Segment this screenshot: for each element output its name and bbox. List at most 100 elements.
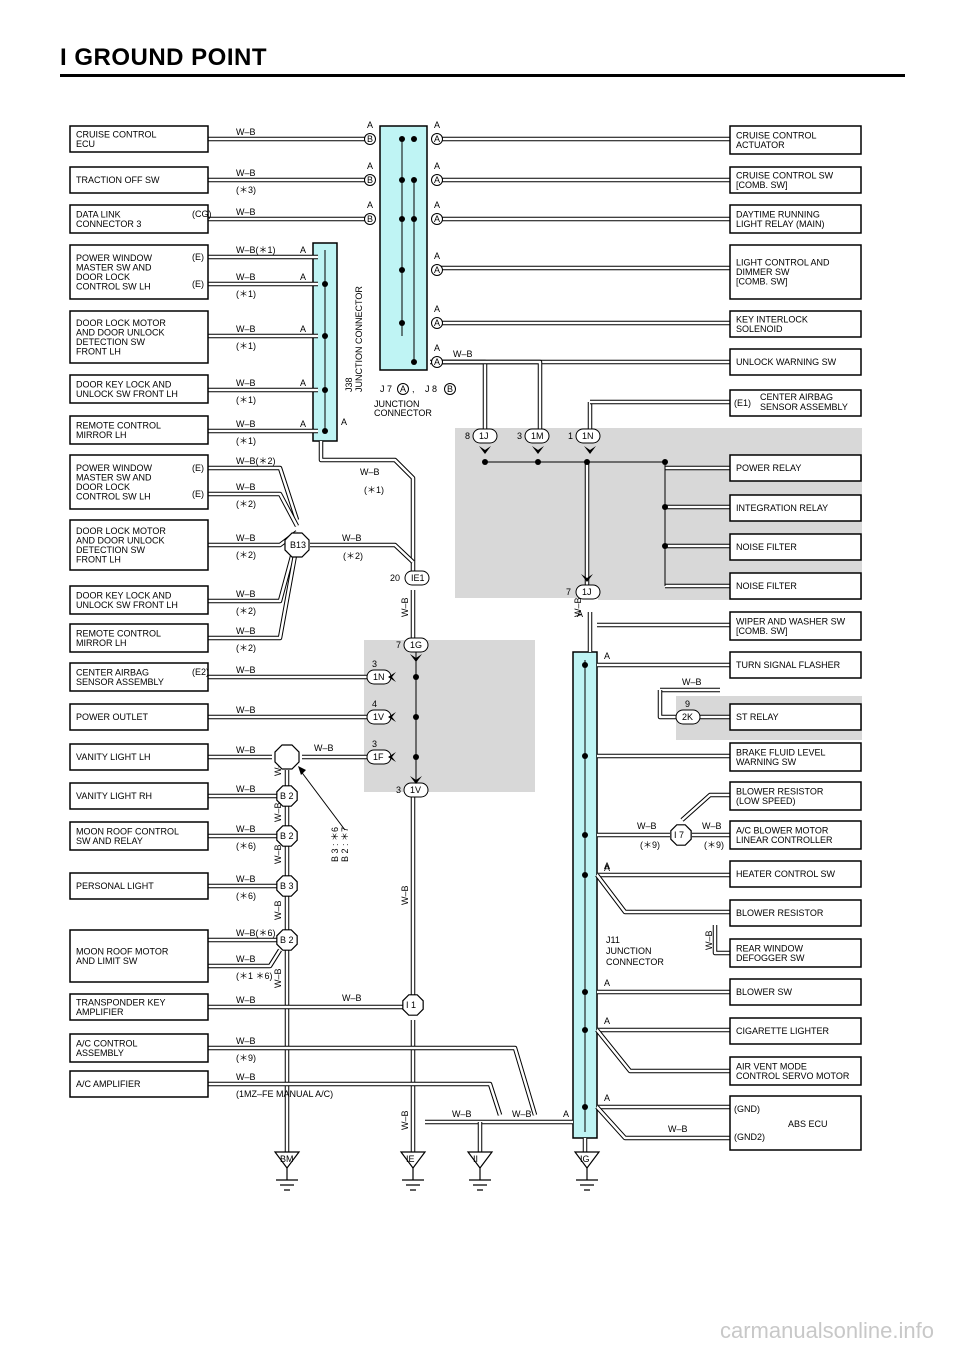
j38-pin-letter: A bbox=[300, 272, 306, 282]
pin-letter: A bbox=[434, 120, 440, 130]
ground-ie bbox=[399, 1151, 427, 1169]
wire-note-label: (＊9) bbox=[236, 1053, 256, 1063]
pin-letter: A bbox=[434, 161, 440, 171]
right-component-r15-label: BRAKE FLUID LEVEL bbox=[736, 747, 826, 757]
pin-letter: A bbox=[434, 343, 440, 353]
splice-dot bbox=[322, 333, 328, 339]
left-component-l15-label: VANITY LIGHT RH bbox=[76, 791, 152, 801]
j11-pin-letter: A bbox=[604, 1016, 610, 1026]
left-component-l18-label: MOON ROOF MOTOR bbox=[76, 946, 169, 956]
wire-label: (＊9) bbox=[704, 840, 724, 850]
wire-label: W–B bbox=[400, 885, 410, 905]
ground-bm-label: BM bbox=[280, 1154, 294, 1164]
arrow-1m bbox=[532, 446, 544, 454]
arrow-1g bbox=[410, 654, 422, 662]
right-component-r4-label: LIGHT CONTROL AND bbox=[736, 258, 830, 268]
right-component-r23 bbox=[729, 1056, 862, 1086]
right-component-r2 bbox=[729, 166, 862, 194]
right-component-r23-label: CONTROL SERVO MOTOR bbox=[736, 1071, 850, 1081]
right-component-r19-label: BLOWER RESISTOR bbox=[736, 908, 824, 918]
wire-st-2 bbox=[657, 690, 676, 720]
wire-note-label: (＊6) bbox=[236, 891, 256, 901]
right-component-r12 bbox=[729, 611, 862, 641]
arrow-1j-mid bbox=[581, 574, 593, 582]
right-component-r3-label: DAYTIME RUNNING bbox=[736, 209, 820, 219]
wire-color-label: W–B bbox=[236, 665, 256, 675]
j7-pin-a bbox=[431, 317, 443, 329]
left-component-l17 bbox=[69, 872, 209, 900]
left-component-l4-label: CONTROL SW LH bbox=[76, 281, 151, 291]
wire-color-label: W–B(＊6) bbox=[236, 928, 276, 938]
wire-color-label: W–B bbox=[236, 419, 256, 429]
splice-dot bbox=[411, 359, 417, 365]
wire-left-b13-3-core bbox=[208, 537, 299, 603]
left-component-l14-label: VANITY LIGHT LH bbox=[76, 752, 151, 762]
right-component-r21-label: BLOWER SW bbox=[736, 987, 793, 997]
connector-c_B13-label: B13 bbox=[290, 540, 306, 550]
wire-color-label: W–B(＊1) bbox=[236, 245, 276, 255]
splice-dot bbox=[411, 136, 417, 142]
pin-label: (E) bbox=[192, 279, 204, 289]
j38-pin-letter: A bbox=[300, 378, 306, 388]
connector-c_1J_mid bbox=[575, 584, 601, 600]
right-component-r22 bbox=[729, 1017, 862, 1045]
connector-c_B2c-label: B 2 bbox=[280, 935, 294, 945]
connector-c_I7-label: I 7 bbox=[674, 830, 684, 840]
junction-connector-label: JUNCTION bbox=[374, 399, 420, 409]
wire-j38-ie1-core bbox=[319, 441, 415, 573]
pin-letter: A bbox=[434, 200, 440, 210]
left-component-l4-label: POWER WINDOW bbox=[76, 253, 152, 263]
right-component-r22-label: CIGARETTE LIGHTER bbox=[736, 1026, 830, 1036]
right-component-r3-label: LIGHT RELAY (MAIN) bbox=[736, 219, 825, 229]
wire-blower-resistor-core bbox=[596, 874, 730, 914]
wire-label: W–B bbox=[342, 533, 362, 543]
wire-label: W–B bbox=[682, 677, 702, 687]
right-component-r14 bbox=[729, 703, 862, 731]
right-component-r24 bbox=[729, 1095, 862, 1151]
connector-c_B2b-label: B 2 bbox=[280, 831, 294, 841]
left-component-l20-label: ASSEMBLY bbox=[76, 1048, 124, 1058]
wire-color-label: W–B bbox=[236, 995, 256, 1005]
j8-pin-b-letter: B bbox=[367, 214, 373, 224]
connector-pin-number: 20 bbox=[390, 573, 400, 583]
splice-dot bbox=[482, 459, 488, 465]
connector-pin-number: 3 bbox=[396, 785, 401, 795]
wire-label: W–B bbox=[273, 968, 283, 988]
wire-color-label: W–B bbox=[236, 626, 256, 636]
left-component-l3 bbox=[69, 204, 209, 234]
left-component-l9-label: AND DOOR UNLOCK bbox=[76, 535, 165, 545]
right-component-r8-label: POWER RELAY bbox=[736, 463, 801, 473]
connector-c_I1-label: I 1 bbox=[406, 1000, 416, 1010]
j7-pin-a bbox=[431, 264, 443, 276]
left-component-l16-label: SW AND RELAY bbox=[76, 836, 143, 846]
watermark: carmanualsonline.info bbox=[719, 1318, 934, 1343]
left-component-l11-label: MIRROR LH bbox=[76, 638, 127, 648]
pin-label: (CG) bbox=[192, 209, 212, 219]
j11-label: CONNECTOR bbox=[606, 957, 664, 967]
right-component-r13-label: TURN SIGNAL FLASHER bbox=[736, 660, 841, 670]
left-component-l8-label: POWER WINDOW bbox=[76, 463, 152, 473]
j7-pin-a-letter: A bbox=[434, 214, 440, 224]
left-component-l14 bbox=[69, 743, 209, 771]
wire-note-label: (＊1) bbox=[236, 436, 256, 446]
wire-label: (＊2) bbox=[343, 551, 363, 561]
right-component-r20-label: DEFOGGER SW bbox=[736, 953, 805, 963]
wire-b13-ie1-core bbox=[310, 543, 414, 563]
splice-dot bbox=[582, 662, 588, 668]
wire-label: W–B bbox=[273, 844, 283, 864]
ground-ii bbox=[466, 1151, 494, 1169]
wire-color-label: W–B bbox=[236, 324, 256, 334]
wire-label: W–B bbox=[273, 900, 283, 920]
j38-name: J38 bbox=[344, 377, 354, 392]
j7-pin-a bbox=[431, 213, 443, 225]
right-component-r23-label: AIR VENT MODE bbox=[736, 1061, 807, 1071]
j7-pin-a-letter: A bbox=[434, 265, 440, 275]
wire-color-label: W–B bbox=[236, 1036, 256, 1046]
left-component-l12-label: CENTER AIRBAG bbox=[76, 667, 149, 677]
wire-air-vent-core bbox=[596, 1029, 730, 1073]
left-component-l8-label: MASTER SW AND bbox=[76, 472, 152, 482]
title-rule bbox=[60, 74, 905, 77]
wire-color-label: W–B bbox=[236, 168, 256, 178]
pin-letter: A bbox=[577, 609, 583, 619]
j38-name: JUNCTION CONNECTOR bbox=[354, 286, 364, 392]
